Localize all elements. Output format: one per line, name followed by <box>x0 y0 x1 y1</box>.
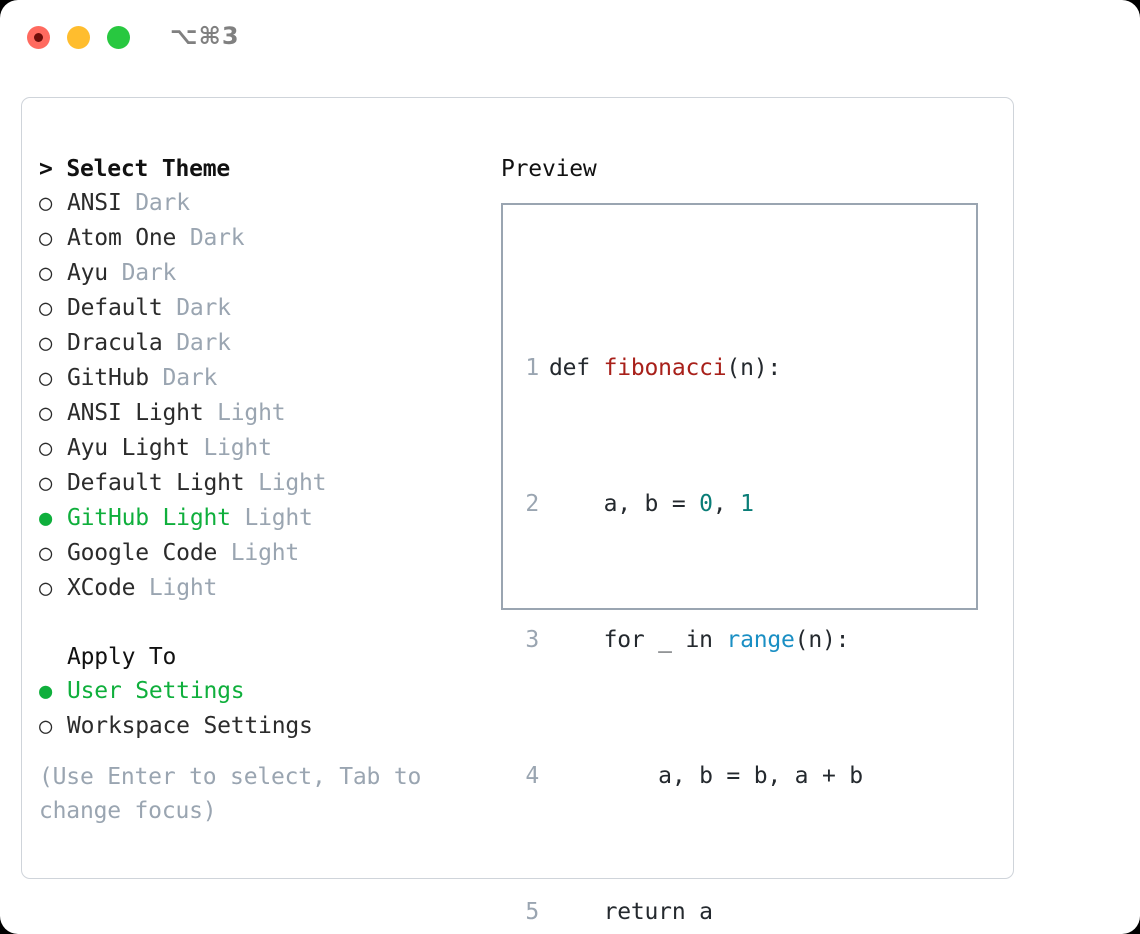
radio-icon: ○ <box>39 401 53 426</box>
minimize-button-icon[interactable] <box>67 26 90 49</box>
theme-item-variant-label: Light <box>244 505 313 531</box>
theme-item-variant-label: Dark <box>135 190 190 216</box>
radio-icon: ○ <box>39 541 53 566</box>
theme-item-label: Ayu <box>67 260 108 286</box>
theme-item-default[interactable]: ○ Default Dark <box>39 291 489 326</box>
keyboard-hint-text: (Use Enter to select, Tab to change focu… <box>39 764 422 824</box>
radio-icon: ○ <box>39 436 53 461</box>
caret-icon: > <box>39 156 53 182</box>
theme-item-variant-label: Dark <box>189 225 245 251</box>
theme-item-label: Ayu Light <box>67 435 190 461</box>
theme-item-ansi-light[interactable]: ○ ANSI Light Light <box>39 396 489 431</box>
line-number: 2 <box>525 491 539 517</box>
line-number: 3 <box>525 627 539 653</box>
radio-icon: ○ <box>39 296 53 321</box>
code-token: (n): <box>726 355 782 381</box>
code-line: 2 a, b = 0, 1 <box>515 487 890 521</box>
line-number: 1 <box>525 355 539 381</box>
apply-to-list: ● User Settings ○ Workspace Settings <box>39 674 489 744</box>
theme-item-variant-label: Light <box>203 435 272 461</box>
radio-icon: ○ <box>39 366 53 391</box>
radio-icon: ○ <box>39 261 53 286</box>
apply-to-item-label: User Settings <box>67 678 245 704</box>
theme-item-variant-label: Light <box>148 575 218 601</box>
code-line: 3 for _ in range(n): <box>515 623 890 657</box>
maximize-button-icon[interactable] <box>107 26 130 49</box>
line-number: 4 <box>525 763 539 789</box>
theme-item-dracula[interactable]: ○ Dracula Dark <box>39 326 489 361</box>
traffic-lights <box>27 26 130 49</box>
title-bar: ⌥⌘3 <box>0 0 1140 76</box>
theme-item-atom-one[interactable]: ○ Atom One Dark <box>39 221 489 256</box>
theme-item-ayu-light[interactable]: ○ Ayu Light Light <box>39 431 489 466</box>
radio-icon-selected: ● <box>39 506 53 531</box>
keyboard-shortcut-label: ⌥⌘3 <box>170 22 240 50</box>
radio-icon: ○ <box>39 331 53 356</box>
code-token-function: fibonacci <box>603 355 727 381</box>
radio-icon: ○ <box>39 714 53 739</box>
radio-icon: ○ <box>39 191 53 216</box>
theme-item-label: GitHub <box>67 365 149 391</box>
theme-item-variant-label: Light <box>217 400 286 426</box>
theme-item-label: Default <box>67 295 163 321</box>
theme-item-ansi[interactable]: ○ ANSI Dark <box>39 186 489 221</box>
theme-item-variant-label: Dark <box>176 330 231 356</box>
theme-item-label: ANSI Light <box>67 400 204 426</box>
theme-item-variant-label: Dark <box>121 260 177 286</box>
apply-to-heading: Apply To <box>67 644 177 670</box>
code-token-number: 0 <box>699 491 713 517</box>
apply-to-item-user-settings[interactable]: ● User Settings <box>39 674 489 709</box>
select-theme-heading: > Select Theme <box>39 152 489 186</box>
theme-item-variant-label: Dark <box>176 295 231 321</box>
radio-icon: ○ <box>39 576 53 601</box>
code-token: for _ in <box>549 627 727 653</box>
theme-item-xcode[interactable]: ○ XCode Light <box>39 571 489 606</box>
apply-to-item-workspace-settings[interactable]: ○ Workspace Settings <box>39 709 489 744</box>
preview-column: Preview <box>501 152 1001 186</box>
line-number: 5 <box>525 899 539 925</box>
theme-item-label: Google Code <box>67 540 218 566</box>
code-token: def <box>549 355 604 381</box>
preview-heading: Preview <box>501 156 597 182</box>
radio-icon: ○ <box>39 226 53 251</box>
code-token-number: 1 <box>740 491 754 517</box>
theme-item-variant-label: Dark <box>162 365 218 391</box>
theme-item-github-light[interactable]: ● GitHub Light Light <box>39 501 489 536</box>
theme-item-variant-label: Light <box>258 470 327 496</box>
theme-item-label: XCode <box>67 575 136 601</box>
select-theme-heading-label: Select Theme <box>66 156 231 182</box>
code-token: return a <box>549 899 713 925</box>
code-token-keyword: range <box>726 627 795 653</box>
theme-item-variant-label: Light <box>230 540 300 566</box>
theme-item-ayu[interactable]: ○ Ayu Dark <box>39 256 489 291</box>
code-line: 5 return a <box>515 895 890 929</box>
radio-icon-selected: ● <box>39 679 53 704</box>
theme-item-google-code[interactable]: ○ Google Code Light <box>39 536 489 571</box>
theme-list: ○ ANSI Dark ○ Atom One Dark ○ Ayu Dark ○ Def… <box>39 186 489 606</box>
radio-icon: ○ <box>39 471 53 496</box>
panel-columns: > Select Theme ○ ANSI Dark ○ Atom One Dark… <box>22 98 1013 925</box>
theme-item-default-light[interactable]: ○ Default Light Light <box>39 466 489 501</box>
theme-item-label: ANSI <box>67 190 122 216</box>
main-panel: > Select Theme ○ ANSI Dark ○ Atom One Dark… <box>21 97 1014 925</box>
code-token: a, b = <box>549 491 700 517</box>
theme-item-label: Dracula <box>67 330 163 356</box>
code-token: a, b = b, a + b <box>549 763 863 789</box>
close-button-icon[interactable] <box>27 26 50 49</box>
theme-item-label: Atom One <box>67 225 177 251</box>
theme-selector-column: > Select Theme ○ ANSI Dark ○ Atom One Dark… <box>39 152 489 744</box>
apply-to-item-label: Workspace Settings <box>67 713 313 739</box>
theme-item-label: Default Light <box>67 470 245 496</box>
code-token: , <box>712 491 741 517</box>
theme-item-variant <box>122 186 136 220</box>
theme-item-label: GitHub Light <box>67 505 231 531</box>
theme-item-github[interactable]: ○ GitHub Dark <box>39 361 489 396</box>
code-line: 4 a, b = b, a + b <box>515 759 890 793</box>
code-token: (n): <box>794 627 850 653</box>
code-line: 1 def fibonacci(n): <box>515 351 890 385</box>
